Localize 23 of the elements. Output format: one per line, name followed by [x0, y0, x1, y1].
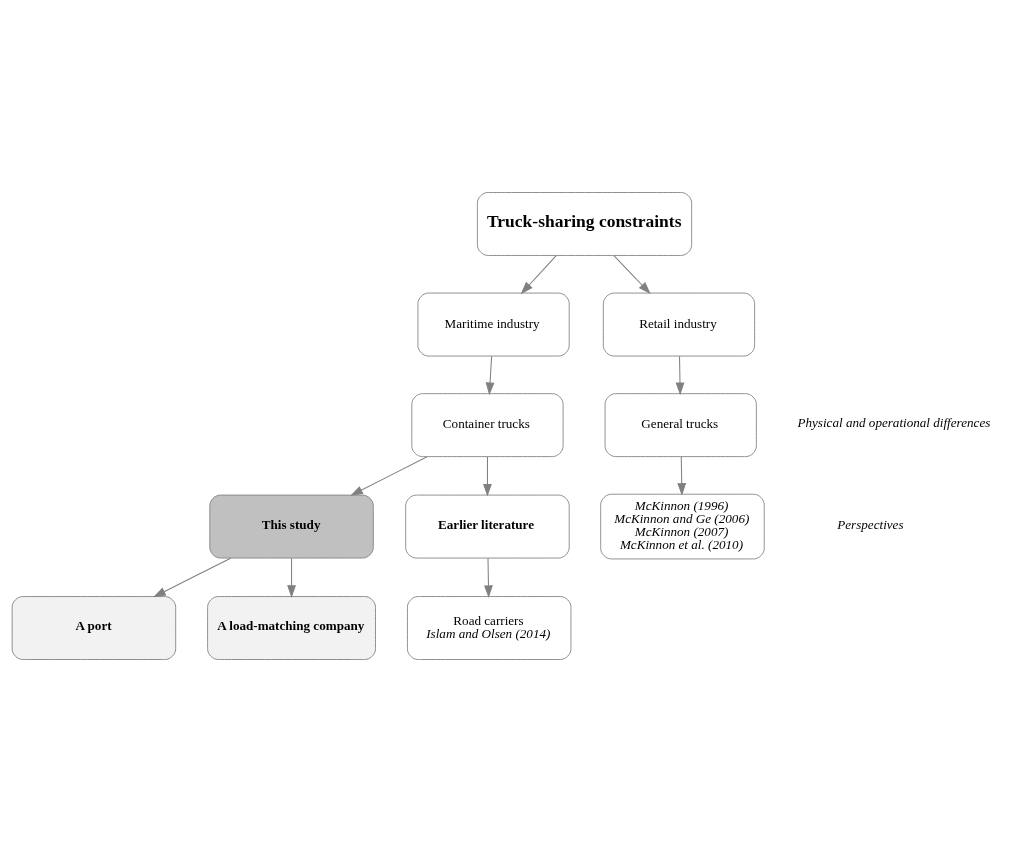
arrow [677, 456, 687, 496]
node-box: Container trucks [411, 393, 564, 458]
arrow [484, 557, 493, 598]
arrow [613, 255, 651, 295]
node-box: Earlier literature [405, 494, 570, 559]
node-box: McKinnon (1996) McKinnon and Ge (2006) McKinnon (2007) McKinnon et al. (2010) [600, 493, 765, 560]
arrow [483, 456, 492, 497]
label: Perspectives [837, 516, 904, 532]
node-box: This study [209, 494, 374, 559]
node-box: Road carriers Islam and Olsen (2014) [407, 596, 572, 660]
node-box: Retail industry [602, 292, 756, 357]
node-box: A load-matching company [207, 596, 376, 660]
node-box: Maritime industry [417, 292, 570, 357]
arrow [520, 255, 557, 295]
arrow [287, 557, 296, 598]
arrow [153, 557, 232, 598]
node-box: General trucks [604, 393, 757, 458]
arrow [675, 355, 685, 396]
arrow [485, 355, 495, 396]
node-box: A port [11, 596, 177, 660]
arrow [350, 456, 428, 496]
node-box: Truck-sharing constraints [476, 192, 693, 256]
label: Physical and operational differences [797, 415, 991, 431]
